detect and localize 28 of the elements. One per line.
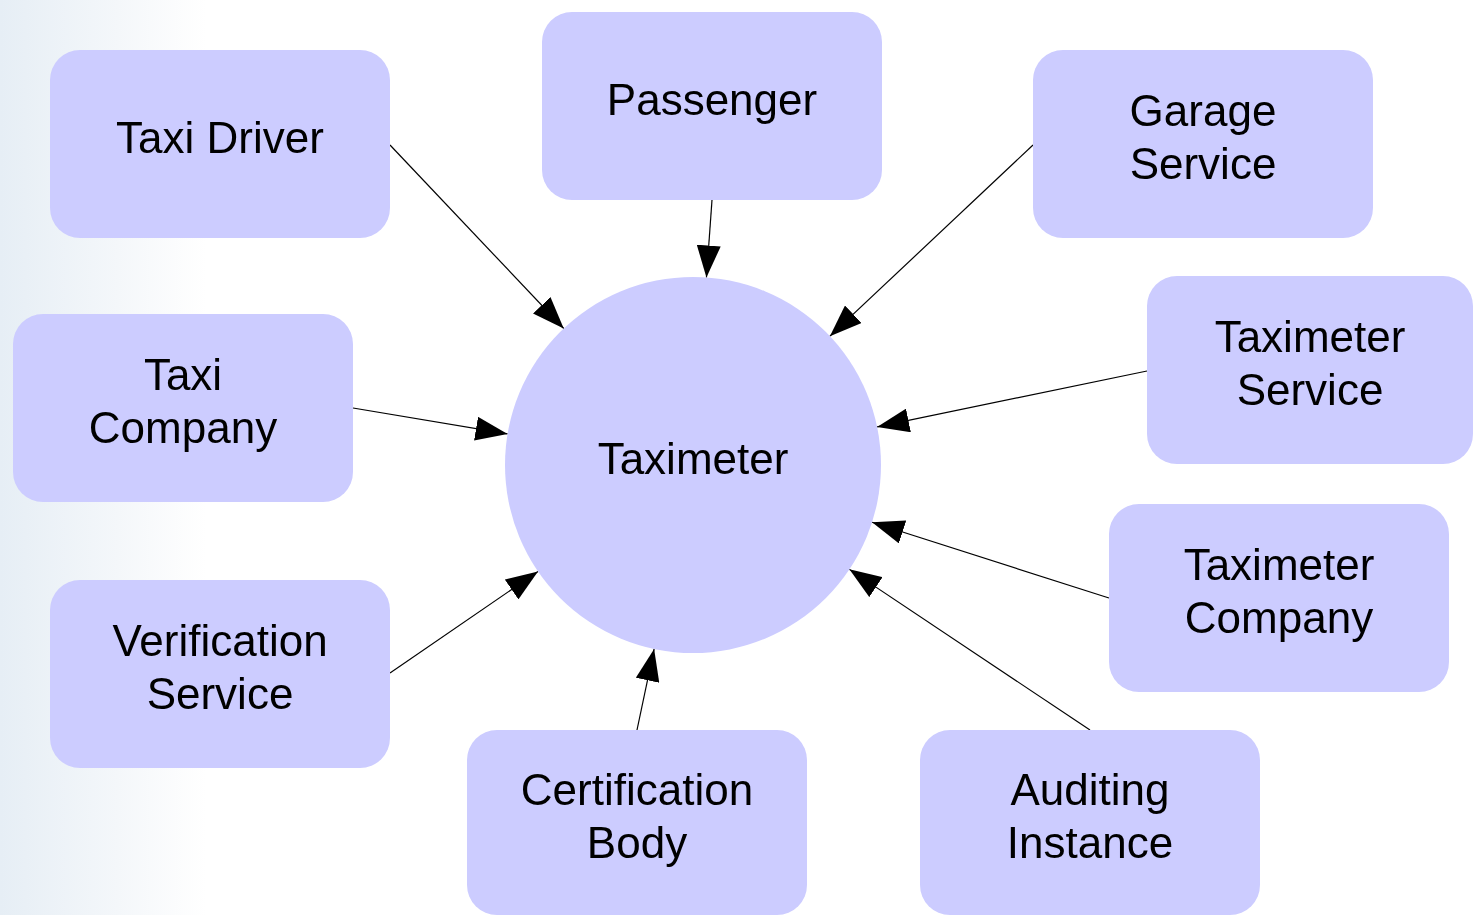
rounded-box <box>1109 504 1449 692</box>
node-label: Auditing Instance <box>1005 763 1175 869</box>
node-label: Taximeter Service <box>1213 311 1407 416</box>
rounded-box <box>50 50 390 238</box>
rounded-box <box>542 12 882 200</box>
node-label: Taximeter <box>597 432 789 485</box>
arrow <box>829 144 1034 337</box>
node-label: Taxi Company <box>87 349 279 454</box>
arrow <box>871 520 1110 599</box>
node-label: Taxi Driver <box>116 111 324 164</box>
arrow <box>389 570 539 674</box>
arrow <box>848 568 1091 731</box>
node-label: Taximeter Company <box>1182 539 1376 644</box>
node-label: Verification Service <box>111 615 329 720</box>
arrow <box>696 199 721 279</box>
arrow <box>876 370 1148 433</box>
arrow <box>352 407 509 441</box>
rounded-box <box>1147 276 1473 464</box>
node-label: Passenger <box>606 73 818 126</box>
rounded-box <box>13 314 353 502</box>
rounded-box <box>467 730 807 915</box>
rounded-box <box>1033 50 1373 238</box>
arrow <box>635 648 660 731</box>
node-label: Garage Service <box>1128 85 1278 190</box>
rounded-box <box>50 580 390 768</box>
arrow <box>389 144 565 330</box>
rounded-box <box>920 730 1260 915</box>
node-label: Certification Body <box>519 763 755 869</box>
